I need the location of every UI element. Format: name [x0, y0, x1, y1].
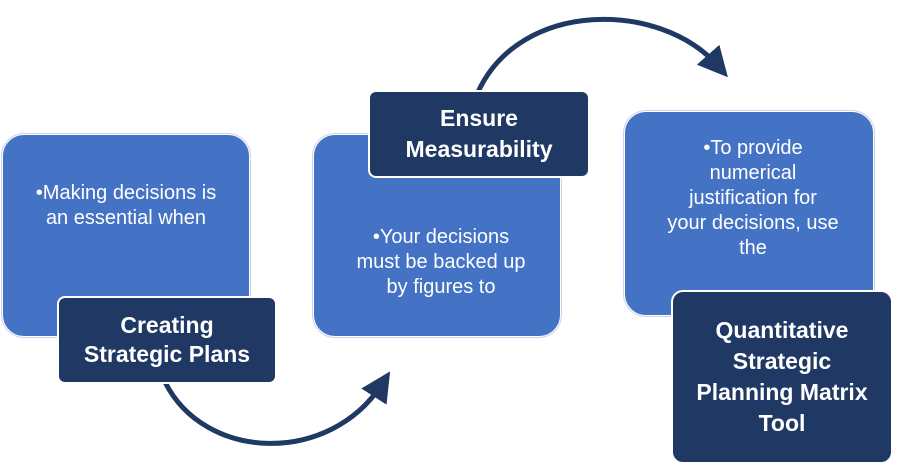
step-1-title: Creating Strategic Plans — [57, 296, 277, 384]
arrow-top-curve — [475, 16, 728, 94]
step-2-title: Ensure Measurability — [368, 90, 590, 178]
step-3-box: •To provide numerical justification for … — [624, 111, 874, 316]
step-3-title: Quantitative Strategic Planning Matrix T… — [671, 290, 893, 464]
step-2-text: •Your decisions must be backed up by fig… — [356, 226, 526, 298]
arrow-bottom-curve — [162, 371, 391, 446]
step-1-text: •Making decisions is an essential when — [35, 182, 217, 229]
step-3-text: •To provide numerical justification for … — [667, 137, 839, 259]
